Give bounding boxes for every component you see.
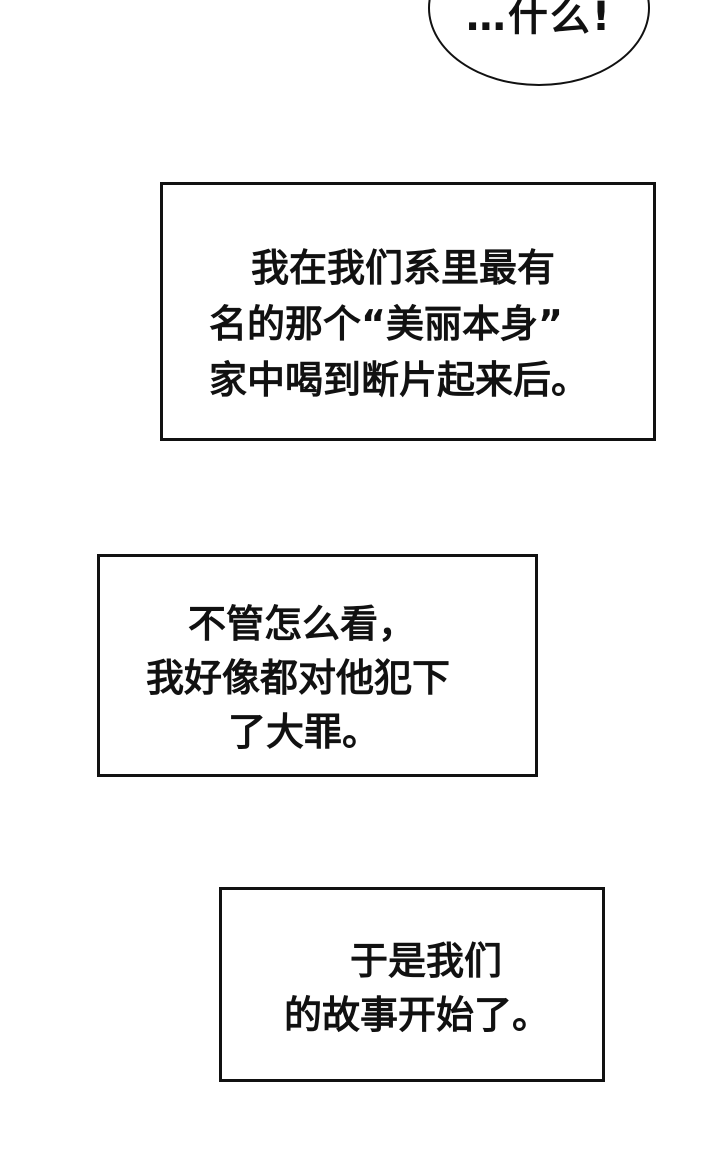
caption-line: 了大罪。 [228, 710, 381, 754]
caption-line: 的故事开始了。 [284, 993, 551, 1037]
caption-line: 家中喝到断片起来后。 [209, 358, 590, 402]
caption-line: 不管怎么看， [188, 602, 417, 646]
caption-line: 名的那个“美丽本身” [209, 302, 563, 346]
speech-bubble: …什么! [428, 0, 650, 86]
caption-box-3: 于是我们 的故事开始了。 [219, 887, 605, 1082]
caption-line: 我好像都对他犯下 [146, 656, 451, 700]
caption-line: 于是我们 [350, 939, 503, 983]
caption-line: 我在我们系里最有 [251, 246, 556, 290]
speech-bubble-text: …什么! [465, 0, 613, 40]
caption-box-2: 不管怎么看， 我好像都对他犯下 了大罪。 [97, 554, 538, 777]
caption-box-1: 我在我们系里最有 名的那个“美丽本身” 家中喝到断片起来后。 [160, 182, 656, 441]
